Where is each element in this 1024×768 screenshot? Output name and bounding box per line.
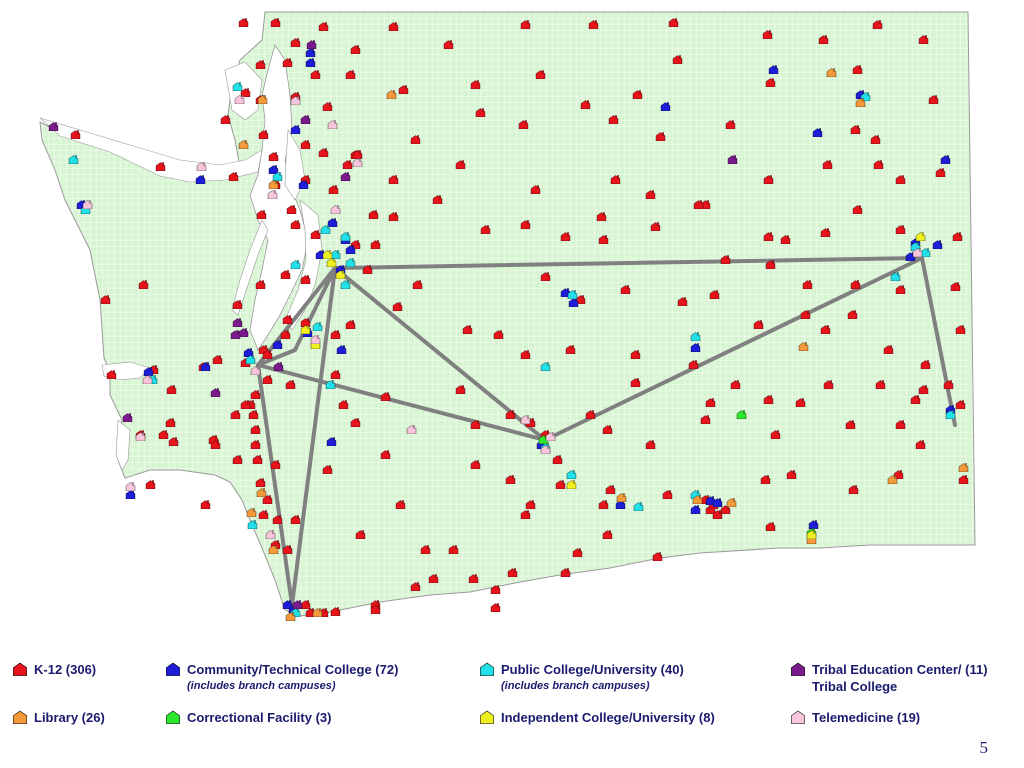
legend-label-tribal: Tribal Education Center/ (11) — [812, 662, 988, 677]
link-seattle-tacoma — [293, 266, 337, 352]
legend-sub-ctc: (includes branch campuses) — [187, 680, 336, 692]
legend-label-tele: Telemedicine (19) — [812, 710, 921, 725]
link-olympia-tricities — [256, 363, 547, 442]
ctc-site-marker — [125, 490, 136, 499]
community-college-icon — [166, 662, 180, 676]
legend-item-tribal: Tribal Education Center/ (11) Tribal Coll… — [790, 661, 988, 695]
legend-label-tribal-2: Tribal College — [812, 679, 898, 694]
library-site-marker — [285, 612, 296, 621]
state-outline — [39, 11, 976, 617]
k12-site-marker — [220, 115, 231, 124]
legend-item-icu: Independent College/University (8) — [479, 709, 715, 726]
whidbey-water — [284, 129, 306, 201]
k12-site-marker — [490, 603, 501, 612]
tele-site-marker — [125, 482, 136, 491]
willapa-bay — [115, 419, 131, 471]
legend-item-corr: Correctional Facility (3) — [165, 709, 331, 726]
legend-label-library: Library (26) — [34, 710, 105, 725]
link-seattle-olympia — [256, 266, 337, 367]
hood-canal — [231, 219, 269, 316]
legend-label-icu: Independent College/University (8) — [501, 710, 715, 725]
legend-label-corr: Correctional Facility (3) — [187, 710, 332, 725]
strait-juan-de-fuca — [39, 117, 263, 183]
library-icon — [13, 710, 27, 724]
telemedicine-icon — [791, 710, 805, 724]
correctional-facility-icon — [166, 710, 180, 724]
legend-label-k12: K-12 (306) — [34, 662, 97, 677]
legend-item-ctc: Community/Technical College (72) (include… — [165, 661, 398, 695]
pcu-site-marker — [247, 520, 258, 529]
legend-label-ctc: Community/Technical College (72) — [187, 662, 399, 677]
k12-site-marker — [238, 18, 249, 27]
legend-item-tele: Telemedicine (19) — [790, 709, 920, 726]
public-college-icon — [480, 662, 494, 676]
legend-item-library: Library (26) — [12, 709, 105, 726]
legend-sub-pcu: (includes branch campuses) — [501, 680, 650, 692]
washington-map — [39, 11, 976, 621]
legend-label-pcu: Public College/University (40) — [501, 662, 684, 677]
link-olympia-tacoma — [256, 348, 297, 367]
k12-icon — [13, 662, 27, 676]
legend-item-pcu: Public College/University (40) (includes … — [479, 661, 684, 695]
independent-college-icon — [480, 710, 494, 724]
tribal-center-icon — [791, 662, 805, 676]
legend-item-k12: K-12 (306) — [12, 661, 96, 678]
page-number: 5 — [979, 738, 989, 757]
link-olympia-vancouver — [256, 363, 294, 607]
link-spokane-pullman — [920, 256, 957, 427]
k12-site-marker — [145, 480, 156, 489]
link-seattle-spokane — [333, 256, 924, 270]
k12-site-marker — [200, 500, 211, 509]
link-seattle-vancouver — [290, 266, 337, 607]
